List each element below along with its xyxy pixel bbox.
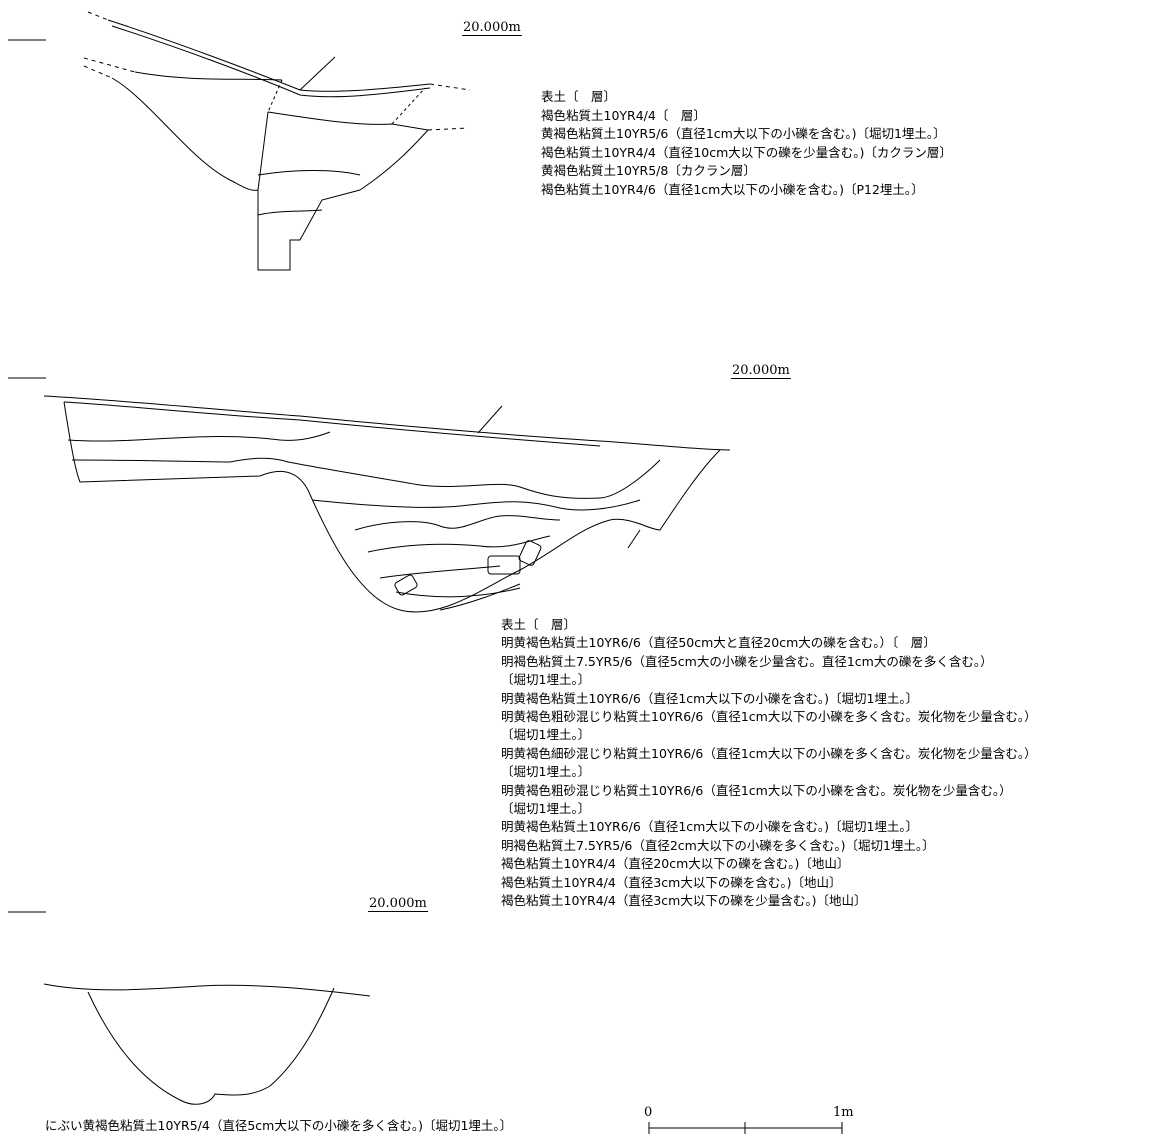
legend-layer: 明褐色粘質土7.5YR5/6（直径5cm大の小礫を少量含む。直径1cm大の礫を多…: [501, 653, 993, 669]
legend-layer: 〔堀切1埋土。〕: [501, 801, 591, 817]
scale-start-label: 0: [644, 1105, 653, 1120]
legend-layer: 褐色粘質土10YR4/4（直径20cm大以下の礫を含む。)〔地山〕: [501, 856, 850, 872]
legend-layer: 表土〔 層〕: [501, 617, 577, 632]
legend-layer: 明褐色粘質土7.5YR5/6（直径2cm大以下の小礫を多く含む。)〔堀切1埋土。…: [501, 837, 935, 853]
legend-layer: 明黄褐色細砂混じり粘質土10YR6/6（直径1cm大以下の小礫を多く含む。炭化物…: [501, 745, 1037, 761]
scale-bar: [648, 1122, 843, 1134]
legend-layer: 表土〔 層〕: [541, 89, 617, 104]
legend-layer: 〔堀切1埋土。〕: [501, 672, 591, 688]
legend-layer: 黄褐色粘質土10YR5/6（直径1cm大以下の小礫を含む。)〔堀切1埋土。〕: [541, 126, 946, 141]
section-3-legend: にぶい黄褐色粘質土10YR5/4（直径5cm大以下の小礫を多く含む。)〔堀切1埋…: [45, 1118, 512, 1134]
legend-layer: 明黄褐色粘質土10YR6/6（直径50cm大と直径20cm大の礫を含む。）〔 層…: [501, 635, 936, 651]
section-1-profile: [8, 11, 471, 271]
legend-layer: 褐色粘質土10YR4/4（直径3cm大以下の礫を含む。)〔地山〕: [501, 874, 842, 890]
legend-layer: 褐色粘質土10YR4/6（直径1cm大以下の小礫を含む。)〔P12埋土。〕: [541, 181, 924, 197]
scale-end-label: 1m: [833, 1105, 854, 1120]
section-1-legend: 表土〔 層〕 褐色粘質土10YR4/4〔 層〕 黄褐色粘質土10YR5/6（直径…: [541, 88, 952, 199]
section-1-elevation: 20.000m: [462, 20, 522, 36]
legend-layer: 褐色粘質土10YR4/4〔 層〕: [541, 107, 706, 123]
legend-layer: 褐色粘質土10YR4/4（直径3cm大以下の礫を少量含む。)〔地山〕: [501, 893, 867, 909]
section-2-elevation: 20.000m: [731, 363, 791, 379]
section-3-profile: [8, 911, 371, 1105]
section-2-legend: 表土〔 層〕 明黄褐色粘質土10YR6/6（直径50cm大と直径20cm大の礫を…: [501, 616, 1037, 911]
legend-layer: 明黄褐色粗砂混じり粘質土10YR6/6（直径1cm大以下の小礫を多く含む。炭化物…: [501, 709, 1037, 725]
legend-layer: 〔堀切1埋土。〕: [501, 764, 591, 780]
legend-layer: にぶい黄褐色粘質土10YR5/4（直径5cm大以下の小礫を多く含む。)〔堀切1埋…: [45, 1118, 513, 1133]
legend-layer: 明黄褐色粗砂混じり粘質土10YR6/6（直径1cm大以下の小礫を含む。炭化物を少…: [501, 782, 1012, 798]
legend-layer: 〔堀切1埋土。〕: [501, 727, 591, 743]
legend-layer: 黄褐色粘質土10YR5/8〔カクラン層〕: [541, 163, 756, 178]
legend-layer: 褐色粘質土10YR4/4（直径10cm大以下の礫を少量含む。)〔カクラン層〕: [541, 144, 952, 160]
legend-layer: 明黄褐色粘質土10YR6/6（直径1cm大以下の小礫を含む。)〔堀切1埋土。〕: [501, 819, 919, 835]
legend-layer: 明黄褐色粘質土10YR6/6（直径1cm大以下の小礫を含む。)〔堀切1埋土。〕: [501, 690, 919, 706]
section-2-profile: [8, 377, 731, 613]
section-3-elevation: 20.000m: [368, 896, 428, 912]
